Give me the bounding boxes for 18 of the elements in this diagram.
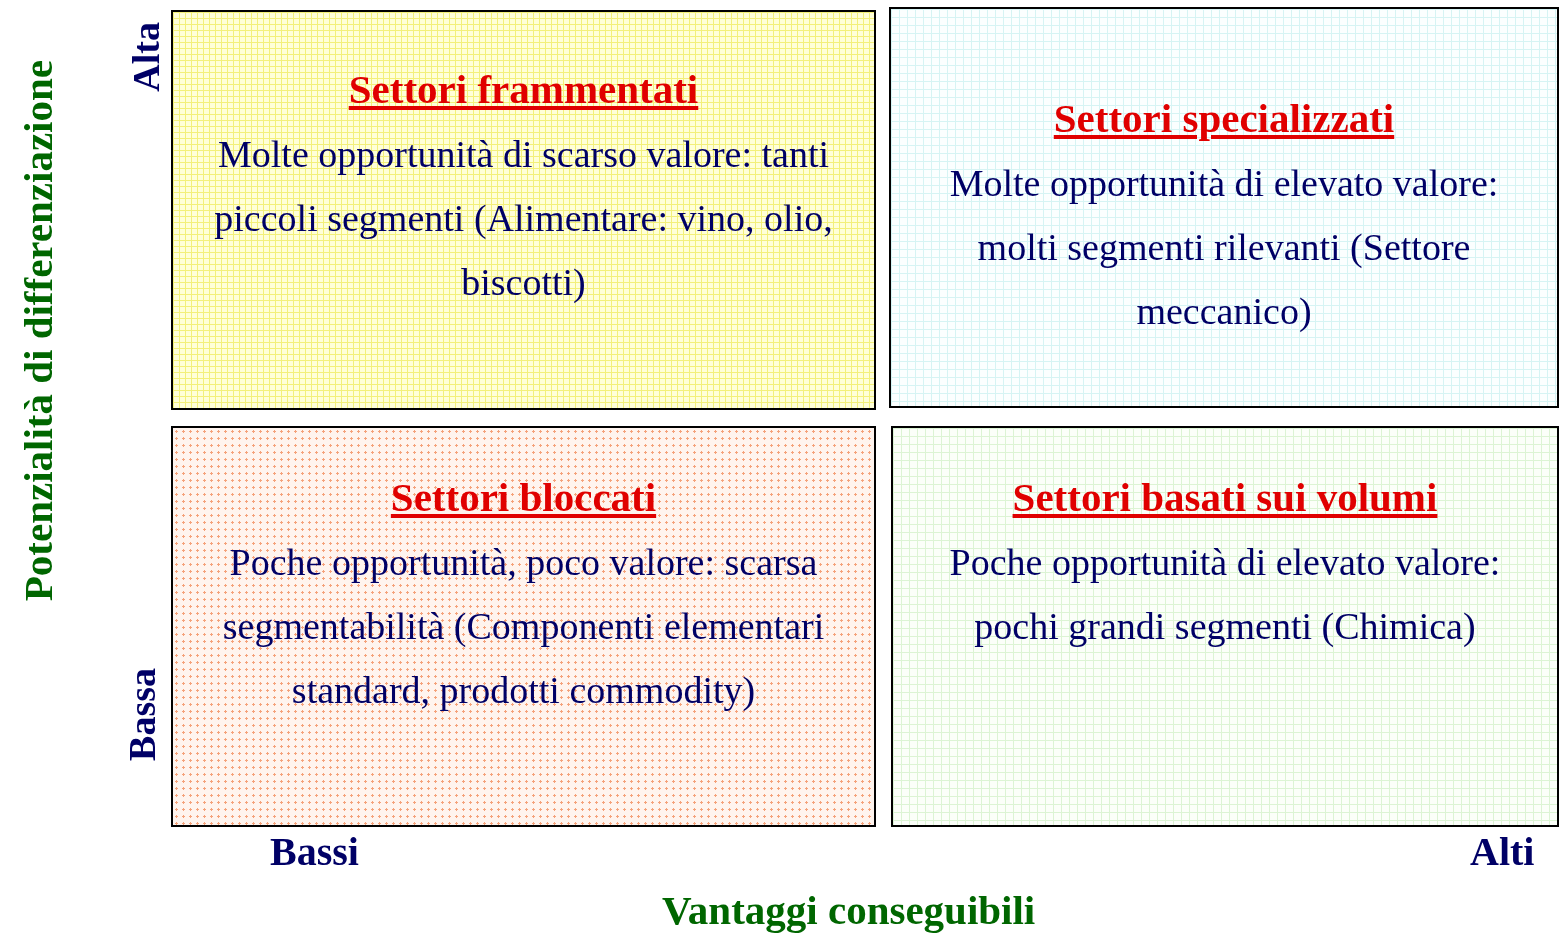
- quadrant-heading: Settori specializzati: [1053, 94, 1395, 143]
- quadrant-box: [891, 426, 1559, 827]
- quadrant-box: [171, 426, 876, 827]
- axis-level-label: Alta: [124, 22, 168, 92]
- axis-level-label: Bassa: [120, 668, 164, 761]
- axis-level-label: Alti: [1470, 828, 1535, 875]
- axis-level-label: Bassi: [270, 828, 359, 875]
- quadrant-description: Molte opportunità di elevato valore: molti segmenti rilevanti (Settore meccanico): [948, 161, 1500, 334]
- quadrant-description: Poche opportunità di elevato valore: pochi grandi segmenti (Chimica): [948, 540, 1502, 649]
- quadrant-box: [889, 7, 1559, 408]
- axis-title: Vantaggi conseguibili: [662, 886, 1036, 934]
- quadrant-box: [171, 10, 876, 410]
- axis-title: Potenzialità di differenziazione: [14, 60, 62, 602]
- quadrant-heading: Settori bloccati: [390, 473, 657, 522]
- quadrant-heading: Settori frammentati: [348, 65, 699, 114]
- quadrant-description: Molte opportunità di scarso valore: tanti piccoli segmenti (Alimentare: vino, olio, biscotti): [213, 132, 834, 305]
- quadrant-heading: Settori basati sui volumi: [1012, 473, 1438, 522]
- quadrant-description: Poche opportunità, poco valore: scarsa segmentabilità (Componenti elementari standard, prodotti commodity): [221, 540, 826, 713]
